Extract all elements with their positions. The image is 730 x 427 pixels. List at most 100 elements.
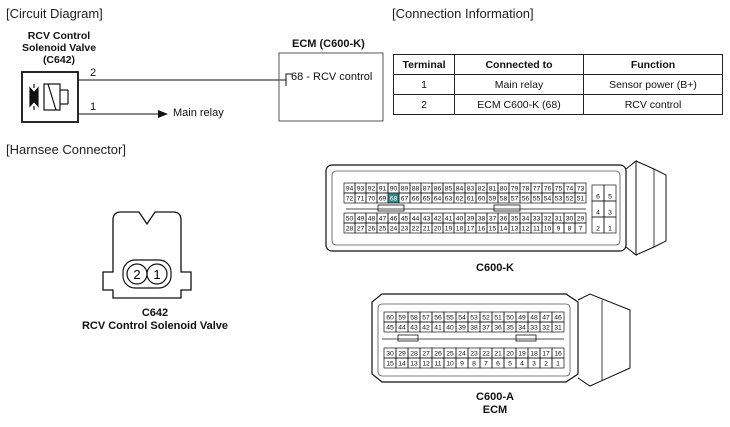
connector-pin: 81: [486, 182, 499, 194]
connector-pin: 52: [479, 311, 493, 323]
connector-pin-label: 30: [386, 351, 394, 358]
connector-pin: 74: [563, 182, 576, 194]
connector-pin-label: 41: [434, 325, 442, 332]
connector-pin: 27: [354, 222, 367, 234]
table-header-row: Terminal Connected to Function: [393, 54, 723, 75]
c600a-latch: [577, 293, 631, 387]
connector-pin-label: 62: [456, 196, 464, 203]
main-relay-label: Main relay: [173, 107, 224, 119]
connector-pin-label: 94: [346, 186, 354, 193]
connector-pin-label: 51: [494, 315, 502, 322]
connector-pin-label: 25: [446, 351, 454, 358]
connector-pin: 17: [539, 347, 553, 359]
connector-pin: 9: [552, 222, 565, 234]
connector-pin: 7: [574, 222, 587, 234]
connector-pin-label: 74: [566, 186, 574, 193]
connection-table: Terminal Connected to Function 1 Main re…: [393, 54, 723, 115]
connector-pin-label: 36: [500, 216, 508, 223]
c642-caption: C642 RCV Control Solenoid Valve: [60, 307, 250, 333]
c600a-subname: ECM: [482, 404, 508, 416]
connector-pin: 11: [431, 357, 445, 369]
connector-pin: 37: [486, 212, 499, 224]
connector-pin: 50: [343, 212, 356, 224]
connector-pin-label: 57: [422, 315, 430, 322]
c642-cavity: [122, 259, 172, 289]
connector-pin-label: 33: [530, 325, 538, 332]
connector-pin-label: 9: [460, 361, 464, 368]
connector-pin: 31: [552, 212, 565, 224]
connector-pin-label: 17: [542, 351, 550, 358]
connector-pin: 41: [431, 321, 445, 333]
connector-pin: 86: [431, 182, 444, 194]
connector-pin: 76: [541, 182, 554, 194]
connector-pin-label: 43: [410, 325, 418, 332]
connector-pin: 53: [467, 311, 481, 323]
connector-pin: 16: [551, 347, 565, 359]
c600a-caption: C600-A ECM: [440, 391, 550, 417]
pin2-label: 2: [90, 67, 97, 79]
connector-pin-label: 10: [544, 226, 552, 233]
connector-pin-label: 12: [522, 226, 530, 233]
connector-pin-label: 21: [494, 351, 502, 358]
connector-pin-label: 55: [446, 315, 454, 322]
connector-pin-label: 82: [478, 186, 486, 193]
connector-pin: 18: [527, 347, 541, 359]
valve-name-line2: Solenoid Valve: [21, 42, 97, 54]
connector-pin: 60: [475, 192, 488, 204]
c642-pin-1-label: 1: [153, 267, 160, 282]
c642-pin-2-label: 2: [133, 267, 140, 282]
connector-pin: 77: [530, 182, 543, 194]
connector-pin: 42: [419, 321, 433, 333]
connector-pin: 34: [519, 212, 532, 224]
connector-pin: 59: [486, 192, 499, 204]
connector-pin: 83: [464, 182, 477, 194]
arrow-right-icon: [158, 110, 168, 118]
connector-pin-label: 80: [500, 186, 508, 193]
ecm-pin-bracket: [285, 73, 292, 86]
connector-pin-label: 60: [478, 196, 486, 203]
connector-pin-label: 36: [494, 325, 502, 332]
connector-pin-label: 48: [530, 315, 538, 322]
connector-pin: 90: [387, 182, 400, 194]
connector-pin-label: 46: [554, 315, 562, 322]
connector-pin: 26: [365, 222, 378, 234]
connector-pin-label: 17: [467, 226, 475, 233]
connector-pin: 22: [409, 222, 422, 234]
connector-pin: 43: [420, 212, 433, 224]
connector-pin: 5: [603, 184, 617, 202]
harness-connector-header: [Harnsee Connector]: [6, 142, 126, 157]
connector-pin: 1: [603, 216, 617, 234]
connector-pin-label: 23: [470, 351, 478, 358]
connector-pin: 49: [515, 311, 529, 323]
connector-pin-label: 6: [596, 194, 600, 201]
connector-pin-label: 91: [379, 186, 387, 193]
connector-pin: 36: [491, 321, 505, 333]
connector-pin-label: 38: [470, 325, 478, 332]
connector-pin: 73: [574, 182, 587, 194]
connector-pin: 88: [409, 182, 422, 194]
connector-pin-label: 45: [386, 325, 394, 332]
connector-pin: 8: [467, 357, 481, 369]
connector-pin-label: 73: [577, 186, 585, 193]
connector-pin: 39: [464, 212, 477, 224]
table-cell: RCV control: [583, 94, 723, 115]
connector-pin-label: 3: [532, 361, 536, 368]
connector-pin-label: 5: [508, 361, 512, 368]
connector-pin-label: 2: [596, 226, 600, 233]
connector-pin-label: 25: [379, 226, 387, 233]
connector-pin-label: 53: [555, 196, 563, 203]
connector-pin: 17: [464, 222, 477, 234]
connector-pin-label: 58: [500, 196, 508, 203]
connector-pin: 13: [508, 222, 521, 234]
connector-pin: 35: [503, 321, 517, 333]
connector-pin: 82: [475, 182, 488, 194]
connector-pin-label: 92: [368, 186, 376, 193]
connector-pin-label: 8: [472, 361, 476, 368]
connector-pin-label: 10: [446, 361, 454, 368]
connector-pin-label: 7: [579, 226, 583, 233]
connector-pin-label: 49: [357, 216, 365, 223]
connector-pin: 51: [574, 192, 587, 204]
connector-pin: 61: [464, 192, 477, 204]
connector-pin-label: 75: [555, 186, 563, 193]
connector-pin: 56: [519, 192, 532, 204]
